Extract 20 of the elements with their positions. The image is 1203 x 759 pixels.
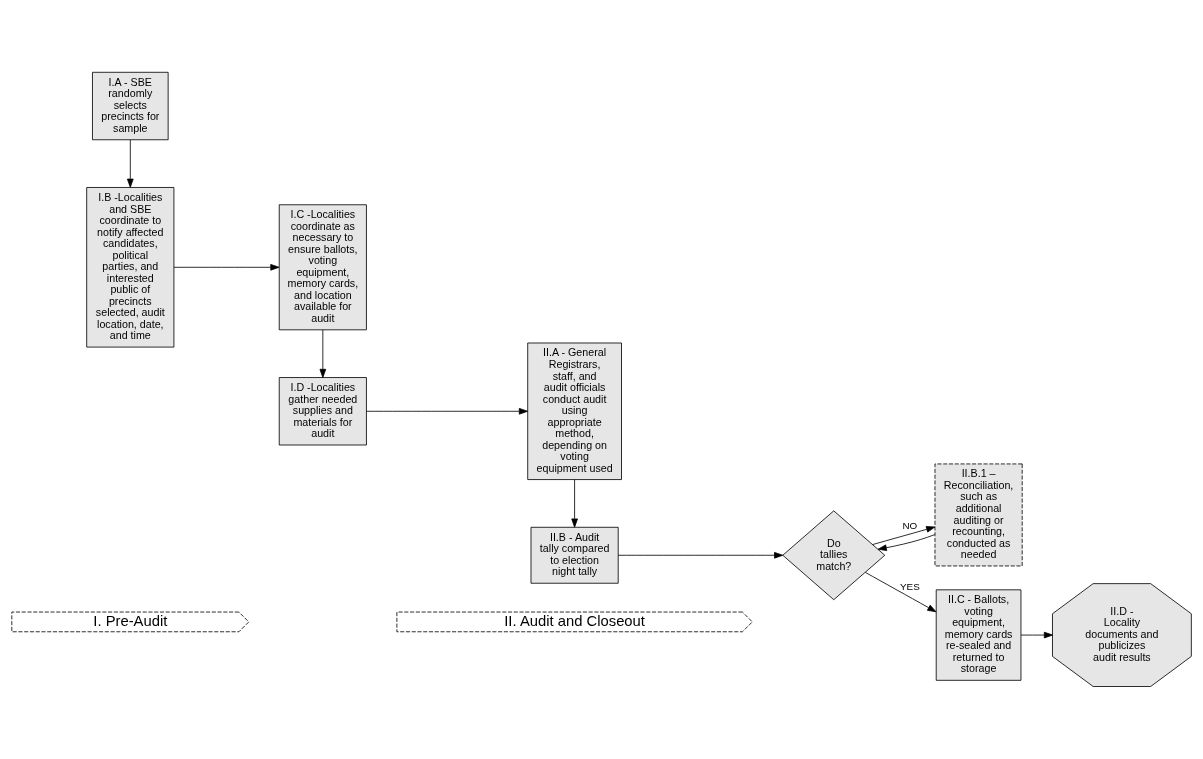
arrow xyxy=(366,408,528,415)
node-box: I.C -Localities coordinate as necessary to ensure ballots, voting equipment, memory cards, and location available for audit xyxy=(278,204,367,331)
arrow xyxy=(319,329,327,378)
node-box: II.C - Ballots, voting equipment, memory cards re-sealed and returned to storage xyxy=(935,589,1022,681)
arrow xyxy=(872,526,936,545)
arrow xyxy=(173,264,280,271)
node-box: I.B -Localities and SBE coordinate to notify affected candidates, political parties, and interested public of precincts selected, audit location, date, and time xyxy=(86,187,175,348)
arrow xyxy=(1020,631,1053,639)
arrow xyxy=(617,551,784,559)
edge-label: YES xyxy=(900,581,920,593)
node-box: I.A - SBE randomly selects precincts for sample xyxy=(92,71,169,141)
arrow xyxy=(127,139,134,188)
node-box: II.B - Audit tally compared to election night tally xyxy=(530,526,619,584)
edge-label: NO xyxy=(902,520,918,532)
arrow xyxy=(864,571,937,613)
node-box: I.D -Localities gather needed supplies and materials for audit xyxy=(278,377,367,446)
arrow xyxy=(877,534,936,551)
node-box: II.B.1 – Reconciliation, such as additional auditing or recounting, conducted as needed xyxy=(934,463,1023,567)
node-box: II.A - General Registrars, staff, and audit officials conduct audit using appropriate method, depending on voting equipment used xyxy=(527,342,622,480)
arrow xyxy=(571,479,578,528)
